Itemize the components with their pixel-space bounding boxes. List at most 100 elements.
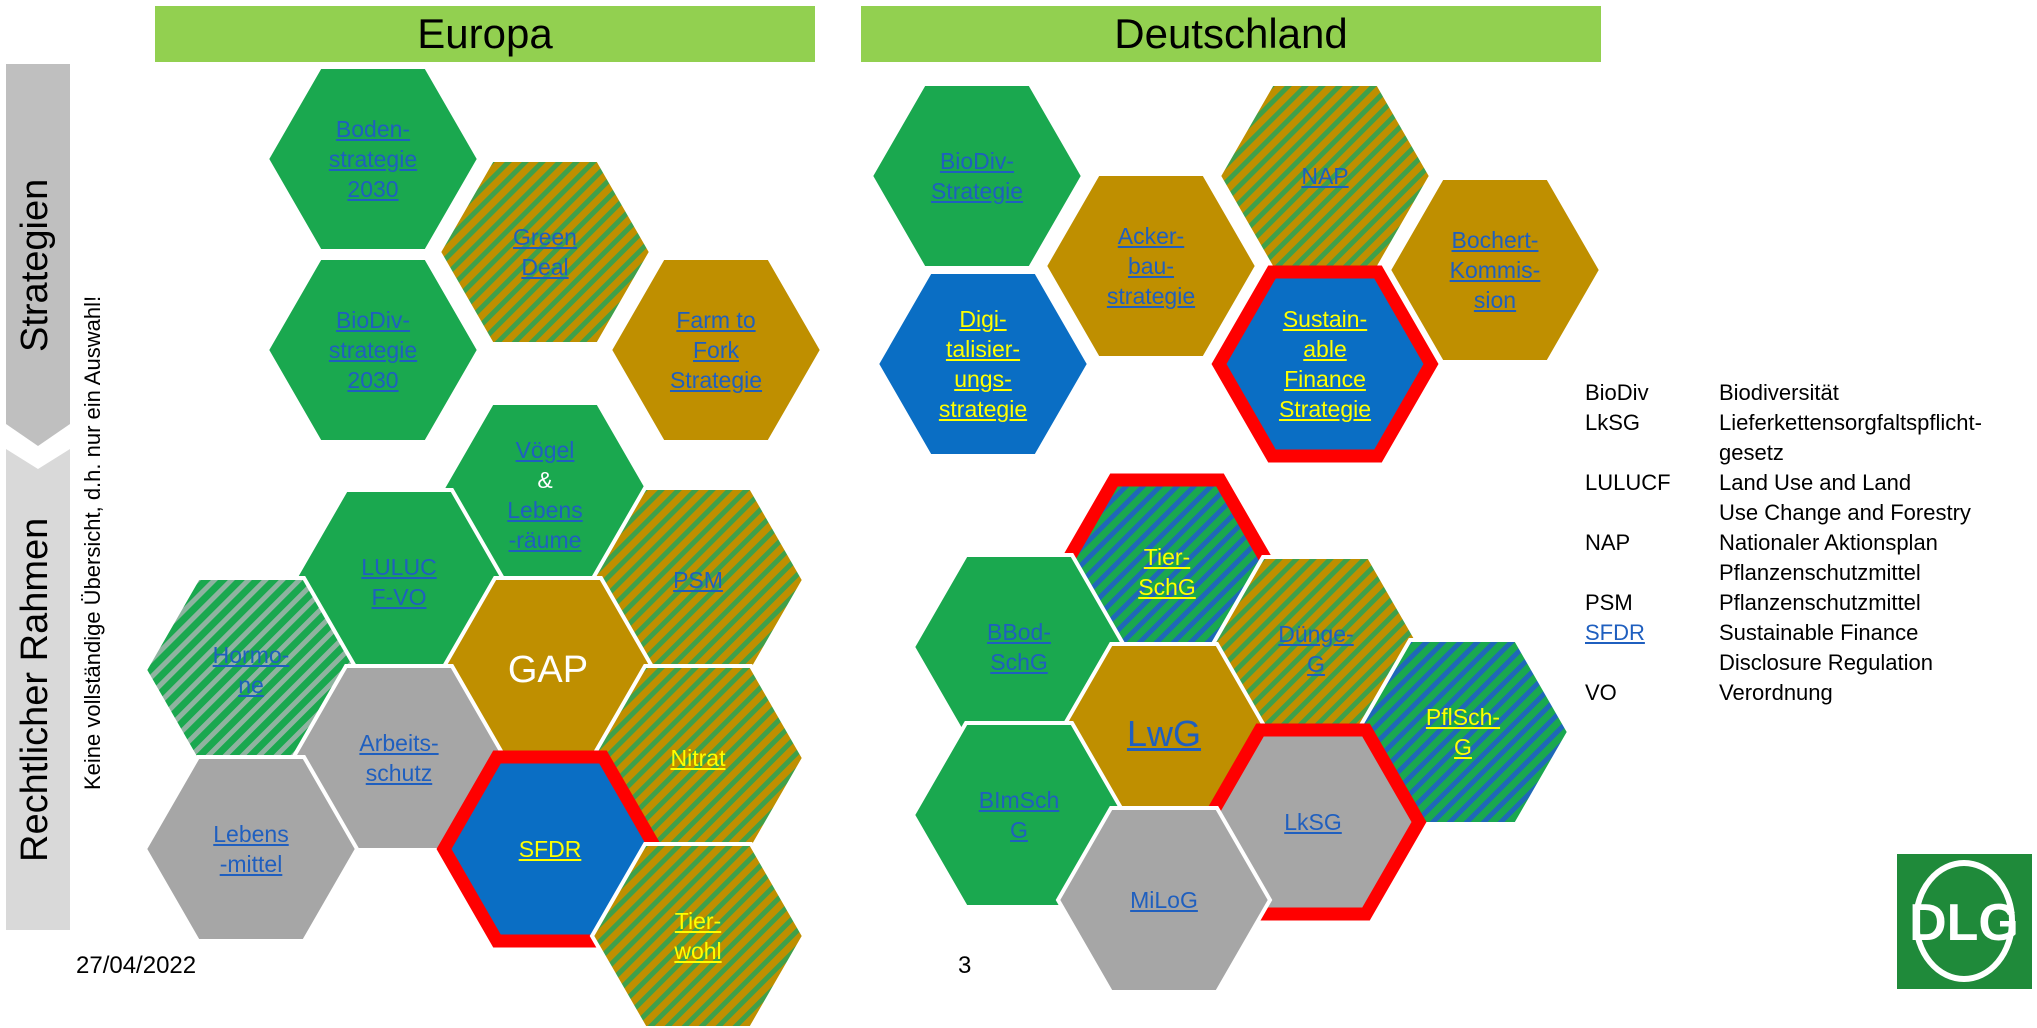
hex-link[interactable]: BioDiv- strategie 2030 (328, 307, 418, 393)
hex-label-container: BioDiv- strategie 2030 (267, 258, 479, 442)
hex-label-container: PflSch- G (1357, 640, 1569, 824)
hex-label-container: BBod- SchG (913, 555, 1125, 739)
hex-label: GAP (507, 649, 589, 691)
hex-milog[interactable]: MiLoG (1055, 806, 1273, 994)
hex-boden-strategie[interactable]: Boden- strategie 2030 (264, 65, 482, 253)
hex-label-column: Tier- SchG (1138, 542, 1196, 602)
hex-label-container: NAP (1219, 84, 1431, 268)
hex-label-container: LwG (1058, 644, 1270, 828)
hex-label-container: PSM (592, 488, 804, 672)
hex-tierwohl[interactable]: Tier- wohl (589, 842, 807, 1028)
hex-label-column: Dünge- G (1278, 619, 1353, 679)
hex-shape (607, 256, 825, 444)
hex-link[interactable]: MiLoG (1130, 887, 1198, 913)
hex-bochert-kommission[interactable]: Bochert- Kommis- sion (1386, 176, 1604, 364)
hex-link[interactable]: LULUC F-VO (361, 554, 437, 610)
hex-link[interactable]: SFDR (518, 836, 582, 862)
hex-label-container: LULUC F-VO (293, 490, 505, 674)
hex-link[interactable]: BioDiv- Strategie (930, 148, 1024, 204)
hex-link[interactable]: PflSch- G (1425, 704, 1501, 760)
hex-label-container: Lebens -mittel (145, 757, 357, 941)
hex-label-container: Digi- talisier- ungs- strategie (877, 272, 1089, 456)
hex-link[interactable]: Green Deal (513, 224, 577, 280)
hex-label-container: Farm to Fork Strategie (610, 258, 822, 442)
hex-label-container: Hormo- ne (145, 578, 357, 762)
hex-label-container: BImSch G (913, 723, 1125, 907)
hex-label-column: Boden- strategie 2030 (329, 114, 417, 204)
hex-link[interactable]: Farm to Fork Strategie (669, 307, 763, 393)
hex-link[interactable]: Digi- talisier- ungs- strategie (938, 306, 1028, 422)
hex-hormone[interactable]: Hormo- ne (142, 576, 360, 764)
side-arrow (6, 64, 70, 939)
hex-label-container: Acker- bau- strategie (1045, 174, 1257, 358)
glossary-row: PSM Pflanzenschutzmittel (1585, 588, 2037, 618)
hex-label-column: PSM (673, 565, 723, 595)
hex-link[interactable]: BBod- SchG (987, 619, 1051, 675)
glossary-definition: Pflanzenschutzmittel (1719, 590, 1921, 615)
hex-link[interactable]: Nitrat (670, 745, 726, 771)
hex-link[interactable]: LwG (1126, 713, 1202, 754)
hex-link[interactable]: Tier- SchG (1138, 544, 1196, 600)
hex-link[interactable]: Bochert- Kommis- sion (1449, 227, 1541, 313)
hex-label-container: Arbeits- schutz (293, 666, 505, 850)
hex-label-container: BioDiv- Strategie (871, 84, 1083, 268)
hex-sustainable-finance[interactable]: Sustain- able Finance Strategie (1211, 265, 1439, 463)
hex-link[interactable]: Hormo- ne (212, 642, 290, 698)
glossary-definition: Land Use and Land Use Change and Forestr… (1719, 470, 1971, 525)
hex-label-column: BioDiv- Strategie (931, 146, 1023, 206)
hex-biodiv-strategie-de[interactable]: BioDiv- Strategie (868, 82, 1086, 270)
glossary-definition: Lieferkettensorgfaltspflicht- gesetz (1719, 410, 1982, 465)
hex-biodiv-strategie-eu[interactable]: BioDiv- strategie 2030 (264, 256, 482, 444)
hex-label-container: Bochert- Kommis- sion (1389, 178, 1601, 362)
glossary-definition: Sustainable Finance Disclosure Regulatio… (1719, 620, 1933, 675)
hex-link[interactable]: Sustain- able Finance Strategie (1278, 306, 1372, 422)
hex-bbodschg[interactable]: BBod- SchG (910, 553, 1128, 741)
hex-link[interactable]: Dünge- G (1278, 621, 1354, 677)
hex-link[interactable]: Boden- strategie 2030 (328, 116, 418, 202)
hex-link[interactable]: Acker- bau- strategie (1106, 223, 1196, 309)
glossary-abbreviation: NAP (1585, 530, 1631, 555)
hex-shape (436, 158, 654, 346)
side-label-strategien: Strategien (14, 178, 56, 352)
hex-label-ampersand: & (537, 467, 553, 493)
hex-label-column: NAP (1301, 161, 1348, 191)
hex-label-column: Bochert- Kommis- sion (1450, 225, 1541, 315)
hex-green-deal[interactable]: Green Deal (436, 158, 654, 346)
hex-label-column: Tier- wohl (674, 906, 721, 966)
hex-label-column: MiLoG (1130, 885, 1198, 915)
hex-lebensmittel[interactable]: Lebens -mittel (142, 755, 360, 943)
glossary-abbreviation: PSM (1585, 590, 1633, 615)
hex-label-column: BBod- SchG (987, 617, 1051, 677)
glossary-definition: Biodiversität (1719, 380, 1839, 405)
hex-link[interactable]: Lebens -mittel (213, 821, 289, 877)
hex-link[interactable]: Arbeits- schutz (359, 730, 439, 786)
hex-shape (142, 755, 360, 943)
hex-label-column: BioDiv- strategie 2030 (329, 305, 417, 395)
hex-link[interactable]: PSM (673, 567, 723, 593)
hex-link[interactable]: LkSG (1284, 809, 1342, 835)
hex-label-column: BImSch G (979, 785, 1060, 845)
hex-link[interactable]: Vögel (515, 437, 575, 463)
hex-voegel-lebensraeume[interactable]: Vögel & Lebens -räume (436, 401, 654, 589)
hex-link[interactable]: BImSch G (978, 787, 1060, 843)
hex-shape (264, 65, 482, 253)
hex-label-column: PflSch- G (1426, 702, 1500, 762)
hex-label-column: Arbeits- schutz (359, 728, 438, 788)
hex-link[interactable]: Tier- wohl (674, 908, 722, 964)
hex-label-column: Farm to Fork Strategie (670, 305, 762, 395)
hex-farm-to-fork[interactable]: Farm to Fork Strategie (607, 256, 825, 444)
hex-label-container: Tier- wohl (592, 844, 804, 1028)
hex-ackerbaustrategie[interactable]: Acker- bau- strategie (1042, 172, 1260, 360)
hex-digitalisierungsstrategie[interactable]: Digi- talisier- ungs- strategie (874, 270, 1092, 458)
hex-shape (264, 256, 482, 444)
hex-label-column: LwG (1127, 716, 1201, 753)
hex-label-column: SFDR (519, 834, 582, 864)
glossary-abbreviation[interactable]: SFDR (1585, 620, 1645, 645)
hex-link-secondary[interactable]: Lebens -räume (507, 497, 583, 553)
hex-label-container: LkSG (1207, 730, 1419, 914)
hex-link[interactable]: NAP (1301, 163, 1349, 189)
hex-shape (874, 270, 1092, 458)
